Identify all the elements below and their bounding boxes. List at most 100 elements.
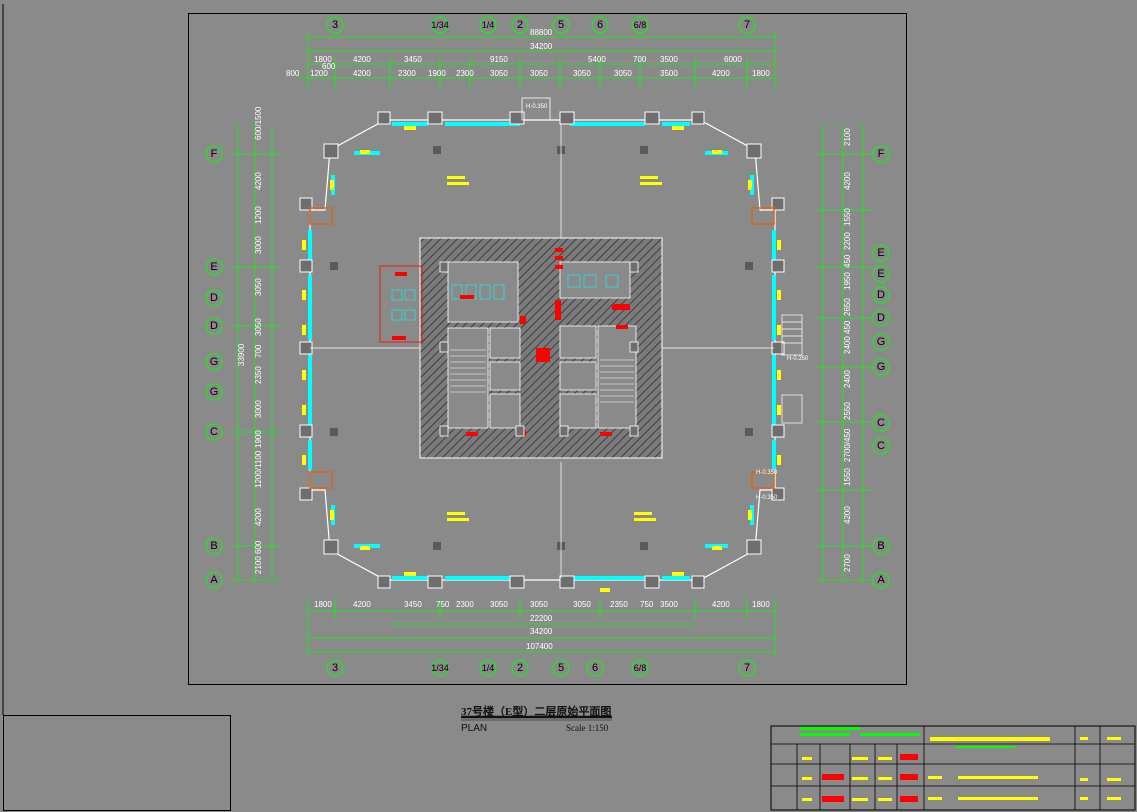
dim-top-subtotal: 34200 bbox=[530, 42, 553, 51]
grid-bubble-right: D bbox=[872, 309, 890, 327]
dim-right: 2100 bbox=[843, 128, 852, 146]
svg-text:E: E bbox=[877, 247, 884, 259]
grid-bubbles-top: 3 1/34 1/4 2 5 6 6/8 7 bbox=[326, 16, 756, 34]
right-dimension-texts: 2100 4200 1550 2200 450 1950 2650 2400 4… bbox=[843, 128, 852, 572]
grid-bubble-right: E bbox=[872, 244, 890, 262]
svg-text:D: D bbox=[210, 320, 218, 332]
dim-bot-sub1: 22200 bbox=[530, 614, 553, 623]
svg-text:3: 3 bbox=[332, 19, 338, 31]
dim-right: 1550 bbox=[843, 208, 852, 226]
dim-top-r1: 9150 bbox=[490, 55, 508, 64]
grid-bubble-top: 1/34 bbox=[431, 16, 449, 34]
dim-bot-r1: 3050 bbox=[530, 600, 548, 609]
level-mark-right1: H-0.350 bbox=[787, 356, 809, 362]
level-mark-right2: H-0.350 bbox=[756, 470, 778, 476]
grid-bubble-right: D bbox=[872, 286, 890, 304]
dim-top-r2: 2300 bbox=[398, 69, 416, 78]
dim-right: 2400 bbox=[843, 336, 852, 354]
dim-bot-r1: 3450 bbox=[404, 600, 422, 609]
dim-left: 1200/1100 bbox=[254, 450, 263, 488]
dim-top-r2: 4200 bbox=[353, 69, 371, 78]
dim-bot-r1: 3050 bbox=[490, 600, 508, 609]
svg-text:E: E bbox=[210, 261, 217, 273]
grid-bubble-bottom: 1/4 bbox=[479, 659, 497, 677]
svg-text:F: F bbox=[211, 148, 218, 160]
dim-left: 2100 bbox=[254, 556, 263, 574]
dim-bot-r1: 3050 bbox=[573, 600, 591, 609]
svg-text:C: C bbox=[210, 426, 218, 438]
external-stair bbox=[781, 314, 803, 424]
top-dimension-texts: 88800 34200 1800 4200 3450 9150 5400 700… bbox=[286, 28, 770, 78]
bottom-dimension-lines bbox=[307, 598, 776, 656]
svg-text:5: 5 bbox=[558, 19, 564, 31]
svg-text:7: 7 bbox=[744, 662, 750, 674]
dim-right: 2200 bbox=[843, 232, 852, 250]
dim-top-r1: 3450 bbox=[404, 55, 422, 64]
grid-bubble-left: F bbox=[205, 145, 223, 163]
scale-label: Scale 1:150 bbox=[566, 723, 609, 733]
dim-top-r2: 1800 bbox=[752, 69, 770, 78]
grid-bubble-top: 6/8 bbox=[631, 16, 649, 34]
svg-text:D: D bbox=[210, 292, 218, 304]
dim-top-r2: 3500 bbox=[660, 69, 678, 78]
dim-right: 2700 bbox=[843, 554, 852, 572]
dim-right: 450 bbox=[843, 320, 852, 334]
dim-right: 2550 bbox=[843, 402, 852, 420]
grid-bubble-bottom: 6/8 bbox=[631, 659, 649, 677]
grid-bubble-right: E bbox=[872, 265, 890, 283]
svg-text:7: 7 bbox=[744, 19, 750, 31]
grid-bubble-top: 5 bbox=[552, 16, 570, 34]
dim-right: 2650 bbox=[843, 298, 852, 316]
dim-left: 4200 bbox=[254, 508, 263, 526]
svg-text:G: G bbox=[210, 356, 219, 368]
dim-top-r1: 3500 bbox=[660, 55, 678, 64]
svg-text:G: G bbox=[877, 336, 886, 348]
grid-bubble-left: C bbox=[205, 423, 223, 441]
svg-text:C: C bbox=[877, 417, 885, 429]
dim-left-total: 33900 bbox=[237, 343, 246, 366]
dim-top-r2: 3050 bbox=[530, 69, 548, 78]
svg-text:6: 6 bbox=[592, 662, 598, 674]
level-mark-top: H-0.350 bbox=[526, 104, 548, 110]
svg-text:1/4: 1/4 bbox=[482, 663, 495, 673]
dim-left: 4200 bbox=[254, 172, 263, 190]
bottom-dimension-texts: 1800 4200 3450 750 2300 3050 3050 3050 2… bbox=[314, 600, 770, 651]
svg-text:1/34: 1/34 bbox=[431, 20, 449, 30]
dim-right: 1950 bbox=[843, 272, 852, 290]
entrance-box bbox=[521, 97, 551, 121]
grid-bubble-right: A bbox=[872, 571, 890, 589]
title-block bbox=[770, 725, 1136, 811]
dim-top-r1: 700 bbox=[633, 55, 647, 64]
svg-text:3: 3 bbox=[332, 662, 338, 674]
grid-bubbles-bottom: 3 1/34 1/4 2 5 6 6/8 7 bbox=[326, 659, 756, 677]
dim-top-r1: 1800 bbox=[314, 55, 332, 64]
mechanical-shafts bbox=[309, 207, 775, 489]
drawing-title: 37号楼（E型）二层原始平面图 bbox=[461, 706, 612, 718]
dim-left: 2350 bbox=[254, 366, 263, 384]
glass-curtain-walls bbox=[308, 122, 776, 580]
dim-bot-r1: 2350 bbox=[610, 600, 628, 609]
svg-text:G: G bbox=[210, 386, 219, 398]
svg-text:B: B bbox=[877, 540, 884, 552]
svg-text:1/4: 1/4 bbox=[482, 20, 495, 30]
dim-right: 2400 bbox=[843, 370, 852, 388]
left-dimension-texts: 600/1500 4200 1200 3000 3050 3050 700 23… bbox=[237, 106, 263, 574]
dim-top-r1: 4200 bbox=[353, 55, 371, 64]
dim-left: 1900 bbox=[254, 430, 263, 448]
grid-bubble-bottom: 1/34 bbox=[431, 659, 449, 677]
grid-bubble-left: E bbox=[205, 258, 223, 276]
svg-text:E: E bbox=[877, 268, 884, 280]
grid-bubble-right: G bbox=[872, 358, 890, 376]
svg-text:D: D bbox=[877, 312, 885, 324]
dim-left: 3000 bbox=[254, 400, 263, 418]
left-dimension-lines bbox=[232, 125, 280, 581]
yellow-column-markers bbox=[302, 126, 781, 592]
grid-bubble-top: 7 bbox=[738, 16, 756, 34]
grid-bubbles-left: F E D D G G C B A bbox=[205, 145, 223, 589]
dim-top-r1: 5400 bbox=[588, 55, 606, 64]
dim-left: 3000 bbox=[254, 236, 263, 254]
toilet-fixtures bbox=[391, 274, 619, 321]
grid-bubble-top: 1/4 bbox=[479, 16, 497, 34]
toilet-block bbox=[379, 265, 423, 343]
